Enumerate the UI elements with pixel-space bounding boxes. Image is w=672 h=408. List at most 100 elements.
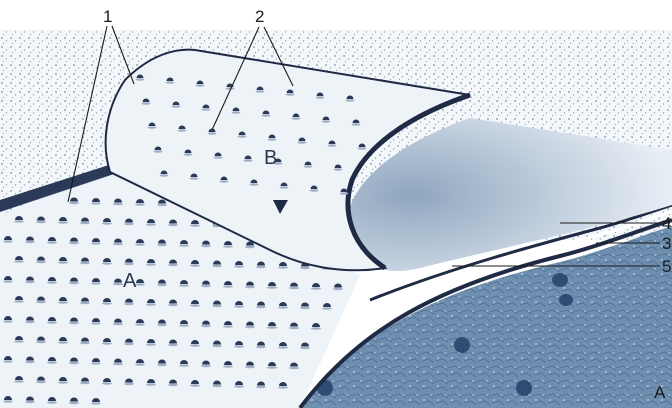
particle-shadow — [91, 202, 101, 204]
particle-shadow — [190, 264, 200, 266]
particle-shadow — [223, 325, 233, 327]
particle-shadow — [102, 382, 112, 384]
particle-shadow — [36, 381, 46, 383]
particle-shadow — [25, 321, 35, 323]
particle-shadow — [179, 364, 189, 366]
particle-shadow — [80, 222, 90, 224]
particle-shadow — [157, 284, 167, 286]
particle-shadow — [47, 241, 57, 243]
particle-shadow — [256, 386, 266, 388]
particle-shadow — [245, 326, 255, 328]
particle-shadow — [234, 305, 244, 307]
particle-shadow — [135, 203, 145, 205]
particle-shadow — [256, 306, 266, 308]
particle-shadow — [300, 347, 310, 349]
particle-shadow — [292, 117, 301, 119]
particle-shadow — [146, 303, 156, 305]
particle-shadow — [135, 283, 145, 285]
particle-shadow — [91, 402, 101, 404]
particle-shadow — [278, 386, 288, 388]
particle-shadow — [14, 300, 24, 302]
particle-shadow — [102, 222, 112, 224]
particle-shadow — [311, 287, 321, 289]
particle-shadow — [80, 382, 90, 384]
particle-shadow — [298, 141, 307, 143]
particle-shadow — [234, 385, 244, 387]
nucleus-1 — [552, 273, 568, 287]
particle-shadow — [316, 96, 325, 98]
particle-shadow — [268, 138, 277, 140]
particle-shadow — [146, 383, 156, 385]
particle-shadow — [146, 223, 156, 225]
particle-shadow — [142, 102, 151, 104]
particle-shadow — [14, 220, 24, 222]
particle-shadow — [212, 385, 222, 387]
particle-shadow — [3, 280, 13, 282]
particle-shadow — [179, 244, 189, 246]
particle-shadow — [47, 401, 57, 403]
particle-shadow — [223, 245, 233, 247]
particle-shadow — [322, 307, 332, 309]
particle-shadow — [220, 180, 229, 182]
particle-shadow — [113, 323, 123, 325]
nucleus-3 — [454, 337, 470, 353]
particle-shadow — [14, 260, 24, 262]
particle-shadow — [3, 320, 13, 322]
particle-shadow — [91, 362, 101, 364]
particle-shadow — [136, 78, 145, 80]
particle-shadow — [154, 150, 163, 152]
particle-shadow — [267, 326, 277, 328]
particle-shadow — [47, 321, 57, 323]
particle-shadow — [168, 344, 178, 346]
label-3: 3 — [662, 234, 671, 253]
particle-shadow — [91, 282, 101, 284]
particle-shadow — [234, 265, 244, 267]
particle-shadow — [234, 345, 244, 347]
particle-shadow — [36, 221, 46, 223]
particle-shadow — [223, 285, 233, 287]
particle-shadow — [256, 90, 265, 92]
particle-shadow — [124, 343, 134, 345]
particle-shadow — [160, 174, 169, 176]
particle-shadow — [91, 322, 101, 324]
particle-shadow — [102, 302, 112, 304]
particle-shadow — [58, 221, 68, 223]
particle-shadow — [135, 363, 145, 365]
particle-shadow — [69, 402, 79, 404]
particle-shadow — [124, 223, 134, 225]
particle-shadow — [310, 189, 319, 191]
particle-shadow — [168, 384, 178, 386]
label-sheet-b: B — [264, 147, 277, 169]
particle-shadow — [113, 363, 123, 365]
particle-shadow — [212, 305, 222, 307]
particle-shadow — [190, 304, 200, 306]
particle-shadow — [304, 165, 313, 167]
particle-shadow — [358, 147, 367, 149]
particle-shadow — [80, 262, 90, 264]
particle-shadow — [196, 84, 205, 86]
particle-shadow — [113, 243, 123, 245]
particle-shadow — [280, 186, 289, 188]
particle-shadow — [250, 183, 259, 185]
particle-shadow — [25, 281, 35, 283]
particle-shadow — [262, 114, 271, 116]
particle-shadow — [208, 132, 217, 134]
particle-shadow — [278, 346, 288, 348]
particle-shadow — [69, 242, 79, 244]
particle-shadow — [157, 364, 167, 366]
particle-shadow — [289, 327, 299, 329]
particle-shadow — [190, 224, 200, 226]
particle-shadow — [190, 344, 200, 346]
particle-shadow — [166, 81, 175, 83]
particle-shadow — [69, 282, 79, 284]
particle-shadow — [245, 286, 255, 288]
particle-shadow — [340, 192, 349, 194]
particle-shadow — [172, 105, 181, 107]
particle-shadow — [278, 306, 288, 308]
particle-shadow — [289, 287, 299, 289]
particle-shadow — [47, 361, 57, 363]
particle-shadow — [91, 242, 101, 244]
particle-shadow — [25, 241, 35, 243]
particle-shadow — [69, 322, 79, 324]
